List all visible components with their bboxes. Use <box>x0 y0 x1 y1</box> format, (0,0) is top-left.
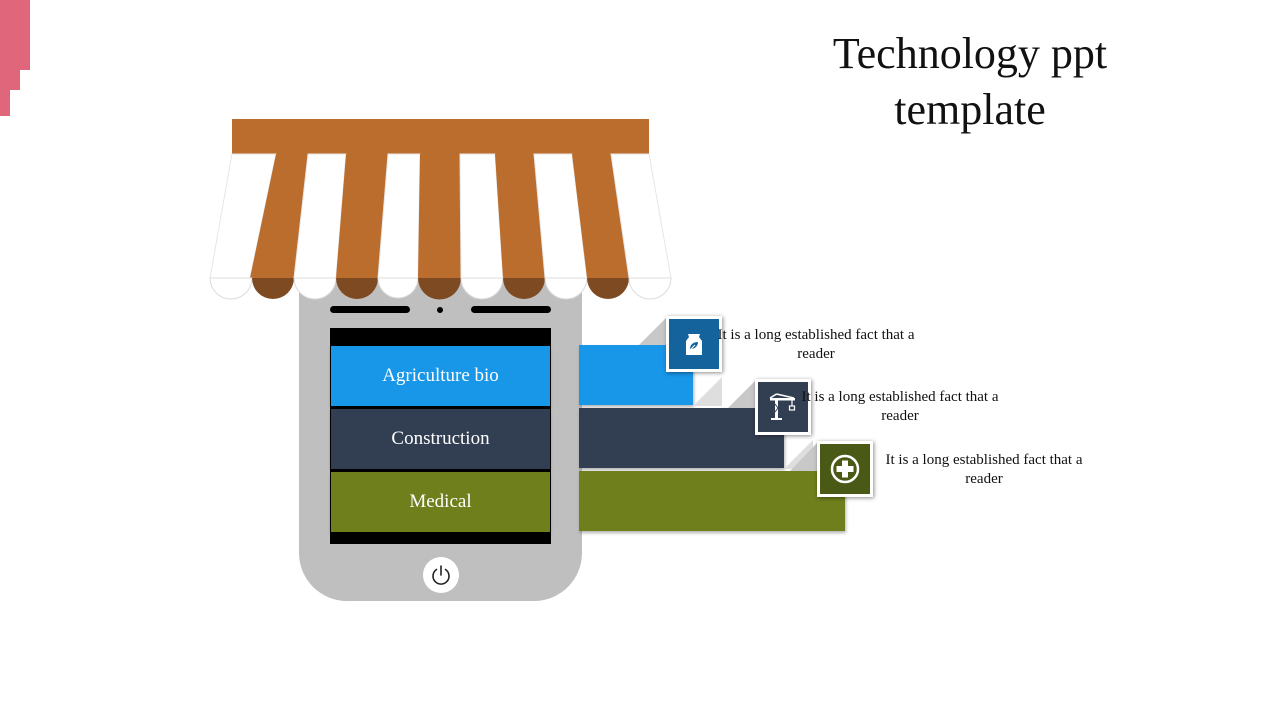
awning-scallops <box>209 277 672 300</box>
fold-agriculture <box>639 318 666 345</box>
page-title: Technology ppt template <box>832 29 1108 134</box>
awning <box>209 119 672 300</box>
medical-icon-box <box>817 441 873 497</box>
corner-accent-top <box>0 0 30 70</box>
power-icon <box>432 565 450 585</box>
medical-cross-icon <box>830 454 860 484</box>
crane-icon <box>769 393 796 420</box>
awning-stripes <box>209 153 672 279</box>
construction-extension-bar <box>579 408 784 468</box>
construction-description: It is a long established fact that a rea… <box>801 389 999 424</box>
phone-speaker-left <box>330 306 410 313</box>
seed-bag-icon <box>686 334 702 355</box>
fold-construction <box>728 381 755 408</box>
fold-agriculture-lower <box>693 377 722 406</box>
construction-icon-box <box>755 379 811 435</box>
fold-medical <box>790 443 817 471</box>
awning-valance <box>232 119 649 154</box>
band-medical: Medical <box>331 472 550 532</box>
corner-accent-bottom <box>0 90 10 116</box>
agriculture-icon-box <box>666 316 722 372</box>
medical-description: It is a long established fact that a rea… <box>885 452 1083 487</box>
band-construction: Construction <box>331 409 550 469</box>
corner-accent-mid <box>0 70 20 90</box>
power-button <box>423 557 459 593</box>
band-agriculture: Agriculture bio <box>331 346 550 406</box>
phone-speaker-right <box>471 306 551 313</box>
phone-camera <box>437 307 443 313</box>
agriculture-description: It is a long established fact that a rea… <box>717 327 915 362</box>
medical-extension-bar <box>579 471 845 531</box>
